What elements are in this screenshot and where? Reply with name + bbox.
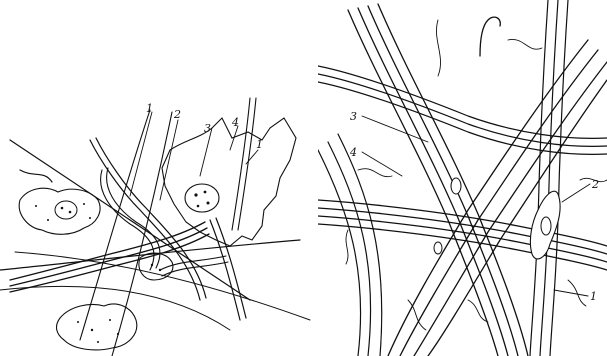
label-2: 2 xyxy=(173,108,181,121)
label-4: 4 xyxy=(349,146,357,159)
right-illustration-panel: 3 4 2 1 xyxy=(318,0,607,356)
large-cell xyxy=(162,118,296,246)
right-illustration: 3 4 2 1 xyxy=(318,0,607,356)
collagen-bundle-horizontal xyxy=(318,200,607,270)
cell-nucleus xyxy=(185,184,219,212)
label-1: 1 xyxy=(590,290,597,303)
collagen-bundle-vertical xyxy=(530,0,568,356)
collagen-bundle-diagonal-1 xyxy=(348,4,528,356)
label-4: 4 xyxy=(231,116,239,129)
label-2: 2 xyxy=(591,178,599,191)
collagen-bundle-diagonal-2 xyxy=(388,40,607,356)
label-1b: 1 xyxy=(256,138,263,151)
label-3: 3 xyxy=(350,110,357,123)
collagen-bundle-left xyxy=(318,134,382,356)
left-illustration: 1 2 3 4 1 xyxy=(0,0,315,356)
label-1: 1 xyxy=(146,102,153,115)
label-3: 3 xyxy=(204,122,211,135)
left-illustration-panel: 1 2 3 4 1 xyxy=(0,0,315,356)
hook-fiber xyxy=(480,17,500,56)
